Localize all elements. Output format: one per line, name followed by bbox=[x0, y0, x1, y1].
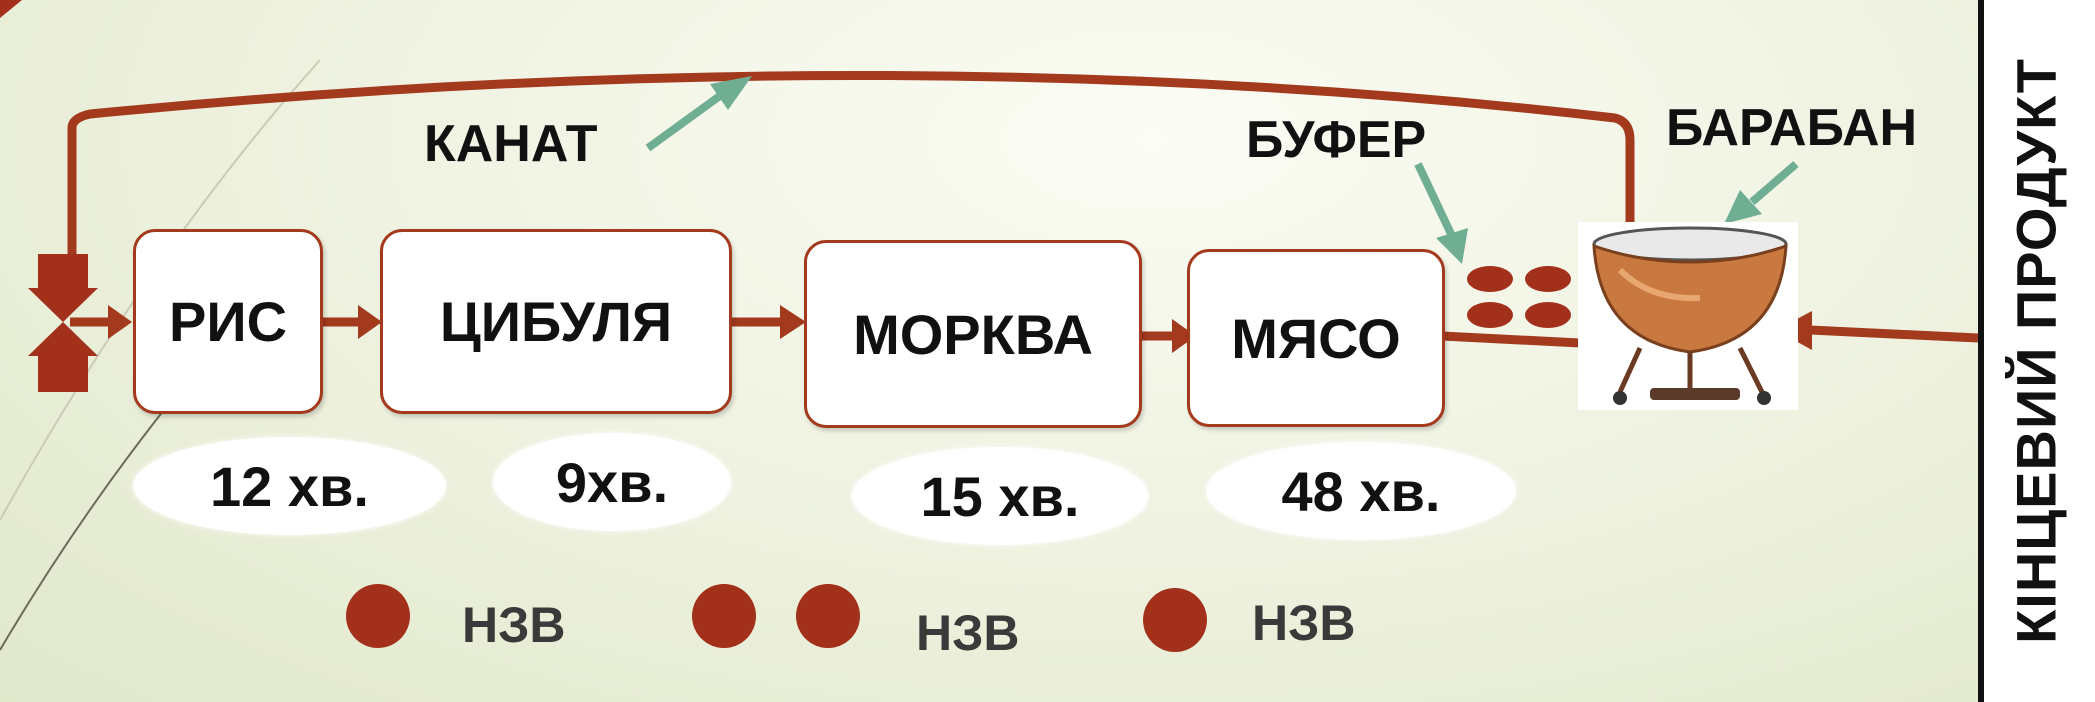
wip-dot bbox=[692, 584, 756, 648]
release-valve bbox=[28, 254, 98, 322]
flow-arrowhead-1 bbox=[108, 305, 132, 339]
time-badge-onion: 9хв. bbox=[493, 433, 731, 531]
stage-box-meat: МЯСО bbox=[1187, 249, 1445, 427]
rope-label: КАНАТ bbox=[424, 115, 598, 173]
rope-pointer bbox=[645, 86, 731, 152]
corner-accent bbox=[0, 0, 22, 18]
buffer-unit bbox=[1525, 266, 1571, 292]
rope-pointer-head bbox=[710, 76, 752, 110]
buffer-unit bbox=[1467, 266, 1513, 292]
wip-label: НЗВ bbox=[1252, 595, 1356, 651]
wip-label: НЗВ bbox=[462, 597, 566, 653]
final-product-label: КІНЦЕВИЙ ПРОДУКТ bbox=[2004, 58, 2068, 644]
drum-pointer bbox=[1749, 160, 1799, 206]
time-label: 9хв. bbox=[555, 450, 669, 514]
stage-box-rice: РИС bbox=[133, 229, 323, 414]
stage-label: ЦИБУЛЯ bbox=[439, 290, 673, 353]
drum-label: БАРАБАН bbox=[1666, 99, 1918, 157]
buffer-pointer bbox=[1414, 162, 1456, 238]
flow-arrowhead-4 bbox=[1172, 319, 1196, 353]
drum-picture bbox=[1578, 222, 1798, 410]
release-valve-bottom bbox=[28, 322, 98, 392]
flow-arrowhead-3 bbox=[780, 305, 806, 339]
stage-label: МЯСО bbox=[1231, 306, 1401, 370]
stage-box-carrot: МОРКВА bbox=[804, 240, 1142, 428]
stage-label: РИС bbox=[168, 290, 288, 353]
stage-label: МОРКВА bbox=[853, 302, 1093, 366]
wip-dot bbox=[1143, 588, 1207, 652]
stage-box-onion: ЦИБУЛЯ bbox=[380, 229, 732, 414]
final-product-panel bbox=[1978, 0, 2095, 702]
buffer-label: БУФЕР bbox=[1246, 111, 1427, 169]
time-label: 12 хв. bbox=[210, 454, 369, 518]
time-badge-rice: 12 хв. bbox=[133, 437, 446, 535]
drum-pointer-head bbox=[1724, 190, 1762, 224]
buffer-unit bbox=[1525, 302, 1571, 328]
time-badge-meat: 48 хв. bbox=[1206, 442, 1516, 540]
buffer-unit bbox=[1467, 302, 1513, 328]
buffer-pointer-head bbox=[1436, 228, 1468, 264]
wip-label: НЗВ bbox=[916, 605, 1020, 661]
time-label: 15 хв. bbox=[920, 464, 1080, 528]
time-badge-carrot: 15 хв. bbox=[852, 447, 1148, 545]
wip-dot bbox=[796, 584, 860, 648]
flow-arrow-5 bbox=[1441, 331, 1601, 349]
flow-arrowhead-2 bbox=[358, 305, 382, 339]
wip-dot bbox=[346, 584, 410, 648]
demand-arrow bbox=[1809, 325, 1979, 343]
time-label: 48 хв. bbox=[1281, 459, 1441, 523]
rope-line bbox=[67, 71, 1635, 290]
